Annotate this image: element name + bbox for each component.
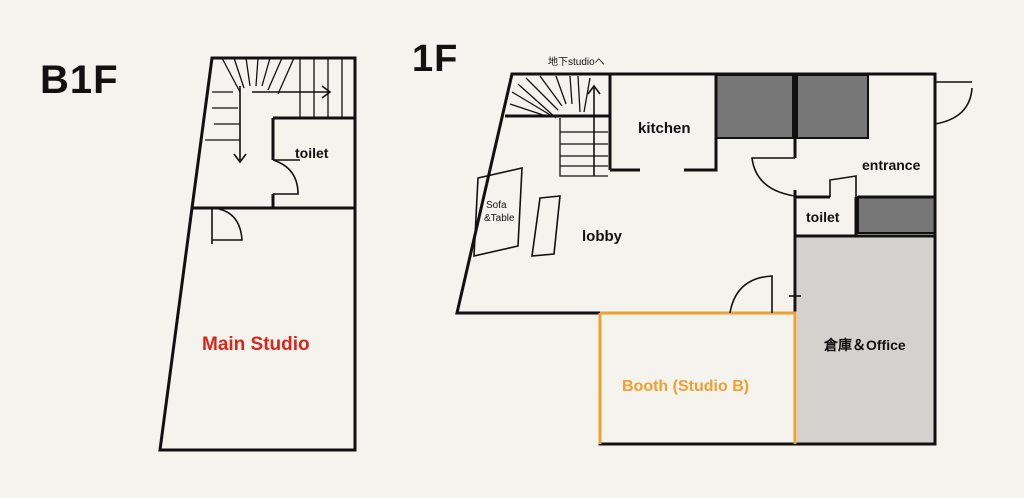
b1f-plan <box>158 56 357 452</box>
booth-door <box>729 275 773 314</box>
b1f-studio-door <box>211 207 243 244</box>
sofa-and-table <box>473 166 561 258</box>
sofa <box>473 166 523 258</box>
table <box>531 195 561 257</box>
dark-block-1 <box>715 74 794 139</box>
entrance-label: entrance <box>862 157 921 173</box>
stair-note-label: 地下studioへ <box>548 57 605 68</box>
b1f-toilet-door <box>272 159 300 195</box>
b1f-outer-wall <box>158 56 357 452</box>
b1f-stairs <box>205 57 343 164</box>
storage-office-label: 倉庫＆Office <box>824 337 906 353</box>
dark-block-3 <box>857 196 936 234</box>
dark-block-2 <box>796 74 869 139</box>
f1-toilet-label: toilet <box>806 209 840 225</box>
entrance-door <box>934 81 973 125</box>
b1f-toilet-label: toilet <box>295 145 329 161</box>
booth-label: Booth (Studio B) <box>622 378 750 395</box>
kitchen-label: kitchen <box>638 120 691 137</box>
booth-outline <box>600 311 797 444</box>
sofa-label-line1: Sofa <box>486 200 507 211</box>
lobby-side-door <box>751 157 796 197</box>
lobby-label: lobby <box>582 228 622 245</box>
storage-office-area <box>797 236 935 444</box>
b1f-doors <box>211 159 300 244</box>
sofa-label-line2: &Table <box>484 213 515 224</box>
f1-floor-label: 1F <box>412 38 459 80</box>
main-studio-label: Main Studio <box>202 334 310 355</box>
f1-doors <box>729 81 973 314</box>
f1-stairs <box>509 75 608 177</box>
f1-toilet-door <box>829 175 857 197</box>
b1f-floor-label: B1F <box>40 58 119 102</box>
